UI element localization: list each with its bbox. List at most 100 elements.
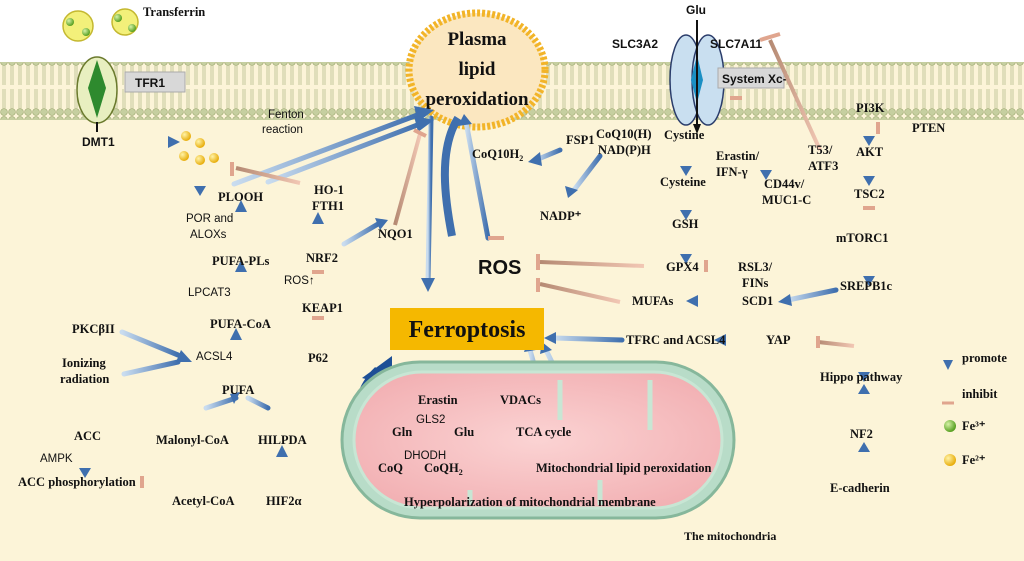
coq10h2-label: CoQ10H2	[472, 147, 523, 163]
legend-fe3-dot	[944, 420, 956, 432]
legend	[942, 344, 956, 466]
pufa-coa-label: PUFA-CoA	[210, 317, 271, 331]
akt-label: AKT	[856, 145, 884, 159]
slc3a2-label: SLC3A2	[612, 37, 658, 51]
srepb1c-label: SREPB1c	[840, 279, 893, 293]
transferrin-label: Transferrin	[143, 5, 205, 19]
yap-label: YAP	[766, 333, 791, 347]
nadp-label: NADP⁺	[540, 209, 582, 223]
plooh-label: PLOOH	[218, 190, 263, 204]
mito-caption: The mitochondria	[684, 529, 776, 543]
coq-label: CoQ	[378, 461, 403, 475]
ros-label: ROS	[478, 257, 521, 279]
hilpda-label: HILPDA	[258, 433, 307, 447]
glu-top-label: Glu	[686, 3, 706, 17]
acetyl-label: Acetyl-CoA	[172, 494, 234, 508]
dmt1-label: DMT1	[82, 135, 115, 149]
coqh2-label: CoQH2	[424, 461, 463, 477]
ros-to-lipid-curve	[440, 115, 462, 237]
scd1-label: SCD1	[742, 294, 773, 308]
cysteine-label: Cysteine	[660, 175, 706, 189]
gln-label: Gln	[392, 425, 412, 439]
hyperpol-label: Hyperpolarization of mitochondrial membr…	[404, 495, 656, 509]
slc7a11-label: SLC7A11	[710, 37, 762, 51]
lipid-peroxidation-vesicle	[405, 9, 549, 131]
ho1-label: HO-1	[314, 183, 344, 197]
tca-label: TCA cycle	[516, 425, 572, 439]
legend-promote-label: promote	[962, 351, 1007, 365]
t53-label-1: T53/	[808, 143, 833, 157]
legend-inhibit-label: inhibit	[962, 387, 998, 401]
gpx4-label: GPX4	[666, 260, 699, 274]
system-xc-label: System Xc-	[722, 72, 787, 86]
pufa-label: PUFA	[222, 383, 254, 397]
dhodh-label: DHODH	[404, 450, 446, 462]
ros-up-label: ROS↑	[284, 275, 315, 287]
acc-phos-label: ACC phosphorylation	[18, 475, 136, 489]
transferrin-icon	[62, 8, 139, 42]
cd44-label-1: CD44v/	[764, 177, 805, 191]
coq10h-label: CoQ10(H)	[596, 127, 652, 141]
lipid-label: lipid	[459, 59, 496, 80]
ferroptosis-box	[390, 308, 544, 350]
erastin-ifn-label-1: Erastin/	[716, 149, 760, 163]
ampk-label: AMPK	[40, 453, 73, 465]
mufas-label: MUFAs	[632, 294, 674, 308]
erastin-ifn-label-2: IFN-γ	[716, 165, 748, 179]
hif2a-label: HIF2α	[266, 494, 301, 508]
mitochondria-organelle	[340, 360, 736, 520]
vdacs-label: VDACs	[500, 393, 541, 407]
p62-label: P62	[308, 351, 328, 365]
nadph-label: NAD(P)H	[598, 143, 651, 157]
pten-label: PTEN	[912, 121, 945, 135]
t53-label-2: ATF3	[808, 159, 838, 173]
ferroptosis-label: Ferroptosis	[409, 317, 526, 343]
legend-fe3-label: Fe³⁺	[962, 419, 986, 433]
fenton-label-2: reaction	[262, 124, 303, 136]
nf2-label: NF2	[850, 427, 873, 441]
mito-erastin-label: Erastin	[418, 393, 458, 407]
tsc2-label: TSC2	[854, 187, 885, 201]
pufa-pls-label: PUFA-PLs	[212, 254, 270, 268]
ionizing-label-1: Ionizing	[62, 356, 107, 370]
lpcat3-label: LPCAT3	[188, 287, 231, 299]
legend-fe2-dot	[944, 454, 956, 466]
fth1-label: FTH1	[312, 199, 344, 213]
cystine-label: Cystine	[664, 128, 705, 142]
fsp1-label: FSP1	[566, 133, 594, 147]
ecad-label: E-cadherin	[830, 481, 890, 495]
tfr1-label-box	[124, 71, 186, 93]
keap1-label: KEAP1	[302, 301, 343, 315]
nqo1-label: NQO1	[378, 227, 413, 241]
acsl4-label: ACSL4	[196, 351, 233, 363]
hippo-label: Hippo pathway	[820, 370, 903, 384]
pkcb-label: PKCβII	[72, 322, 115, 336]
gls2-label: GLS2	[416, 414, 445, 426]
legend-fe2-label: Fe²⁺	[962, 453, 986, 467]
peroxidation-label: peroxidation	[425, 89, 529, 110]
tfr1-receptor	[76, 56, 186, 124]
fe2-pool	[179, 131, 219, 165]
mtorc1-label: mTORC1	[836, 231, 889, 245]
mito-lipid-label: Mitochondrial lipid peroxidation	[536, 461, 712, 475]
tfrc-label: TFRC and ACSL4	[626, 333, 726, 347]
acc-label: ACC	[74, 429, 101, 443]
por-label-2: ALOXs	[190, 229, 227, 241]
rsl3-label-2: FINs	[742, 276, 769, 290]
system-xc-transporter	[669, 34, 785, 126]
fenton-label-1: Fenton	[268, 109, 304, 121]
cystine-transport-head	[693, 124, 701, 134]
gsh-label: GSH	[672, 217, 699, 231]
tfr1-label: TFR1	[135, 76, 165, 90]
ionizing-label-2: radiation	[60, 372, 109, 386]
nrf2-label: NRF2	[306, 251, 338, 265]
plasma-label: Plasma	[447, 29, 507, 50]
cd44-label-2: MUC1-C	[762, 193, 811, 207]
malonyl-label: Malonyl-CoA	[156, 433, 229, 447]
rsl3-label-1: RSL3/	[738, 260, 773, 274]
mito-glu-label: Glu	[454, 425, 474, 439]
por-label-1: POR and	[186, 213, 233, 225]
pi3k-label: PI3K	[856, 101, 885, 115]
